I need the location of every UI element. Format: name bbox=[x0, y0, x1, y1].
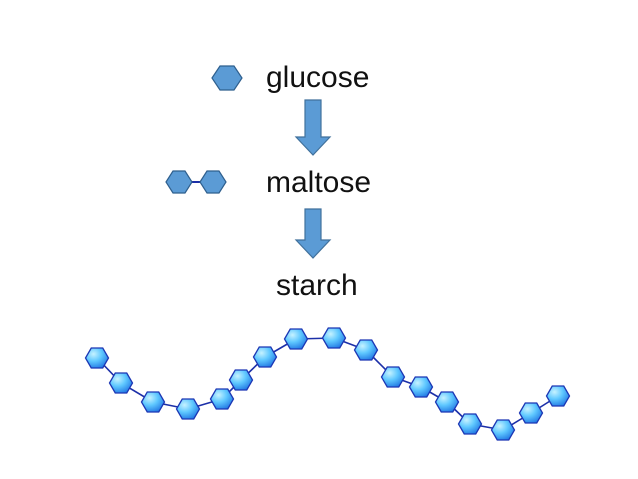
glucose-hexagon-icon bbox=[211, 65, 243, 91]
down-arrow-icon bbox=[294, 99, 332, 156]
starch-glucose-unit-icon bbox=[228, 369, 254, 391]
starch-glucose-unit-icon bbox=[408, 376, 434, 398]
starch-glucose-unit-icon bbox=[108, 372, 134, 394]
starch-chain bbox=[84, 327, 571, 441]
starch-label: starch bbox=[276, 269, 358, 302]
starch-glucose-unit-icon bbox=[380, 366, 406, 388]
maltose-hexagon-icon bbox=[165, 170, 193, 194]
down-arrow-icon bbox=[294, 208, 332, 259]
starch-glucose-unit-icon bbox=[283, 328, 309, 350]
starch-glucose-unit-icon bbox=[434, 391, 460, 413]
starch-chain-links bbox=[96, 337, 559, 431]
maltose-hexagon-icon bbox=[199, 170, 227, 194]
starch-glucose-unit-icon bbox=[84, 347, 110, 369]
starch-glucose-unit-icon bbox=[252, 346, 278, 368]
starch-glucose-unit-icon bbox=[457, 413, 483, 435]
starch-glucose-unit-icon bbox=[321, 327, 347, 349]
starch-glucose-unit-icon bbox=[175, 398, 201, 420]
starch-chain-units bbox=[84, 327, 571, 441]
maltose-label: maltose bbox=[266, 166, 371, 199]
glucose-label: glucose bbox=[266, 61, 369, 94]
maltose-molecule-icon bbox=[165, 170, 227, 194]
starch-glucose-unit-icon bbox=[209, 388, 235, 410]
starch-glucose-unit-icon bbox=[490, 419, 516, 441]
starch-glucose-unit-icon bbox=[353, 339, 379, 361]
starch-glucose-unit-icon bbox=[518, 402, 544, 424]
starch-glucose-unit-icon bbox=[140, 391, 166, 413]
starch-glucose-unit-icon bbox=[545, 385, 571, 407]
